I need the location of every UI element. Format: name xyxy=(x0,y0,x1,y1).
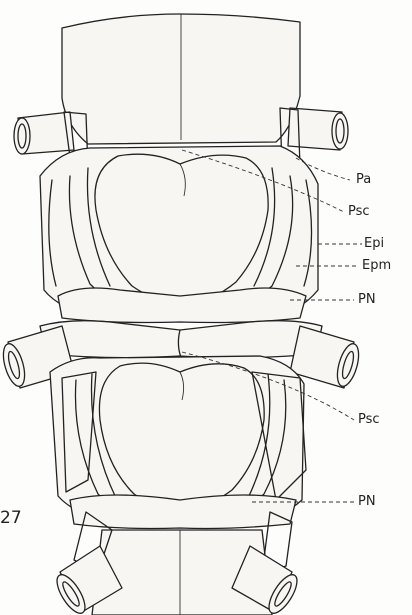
lower-postnotum xyxy=(70,495,296,529)
middle-band xyxy=(40,321,322,358)
label-pn-upper: PN xyxy=(358,292,376,307)
label-epm: Epm xyxy=(362,258,391,273)
label-pa: Pa xyxy=(356,172,371,187)
label-psc-upper: Psc xyxy=(348,204,370,219)
label-epi: Epi xyxy=(364,236,384,251)
label-pn-lower: PN xyxy=(358,494,376,509)
label-psc-lower: Psc xyxy=(358,412,380,427)
figure-number: 27 xyxy=(0,508,22,528)
